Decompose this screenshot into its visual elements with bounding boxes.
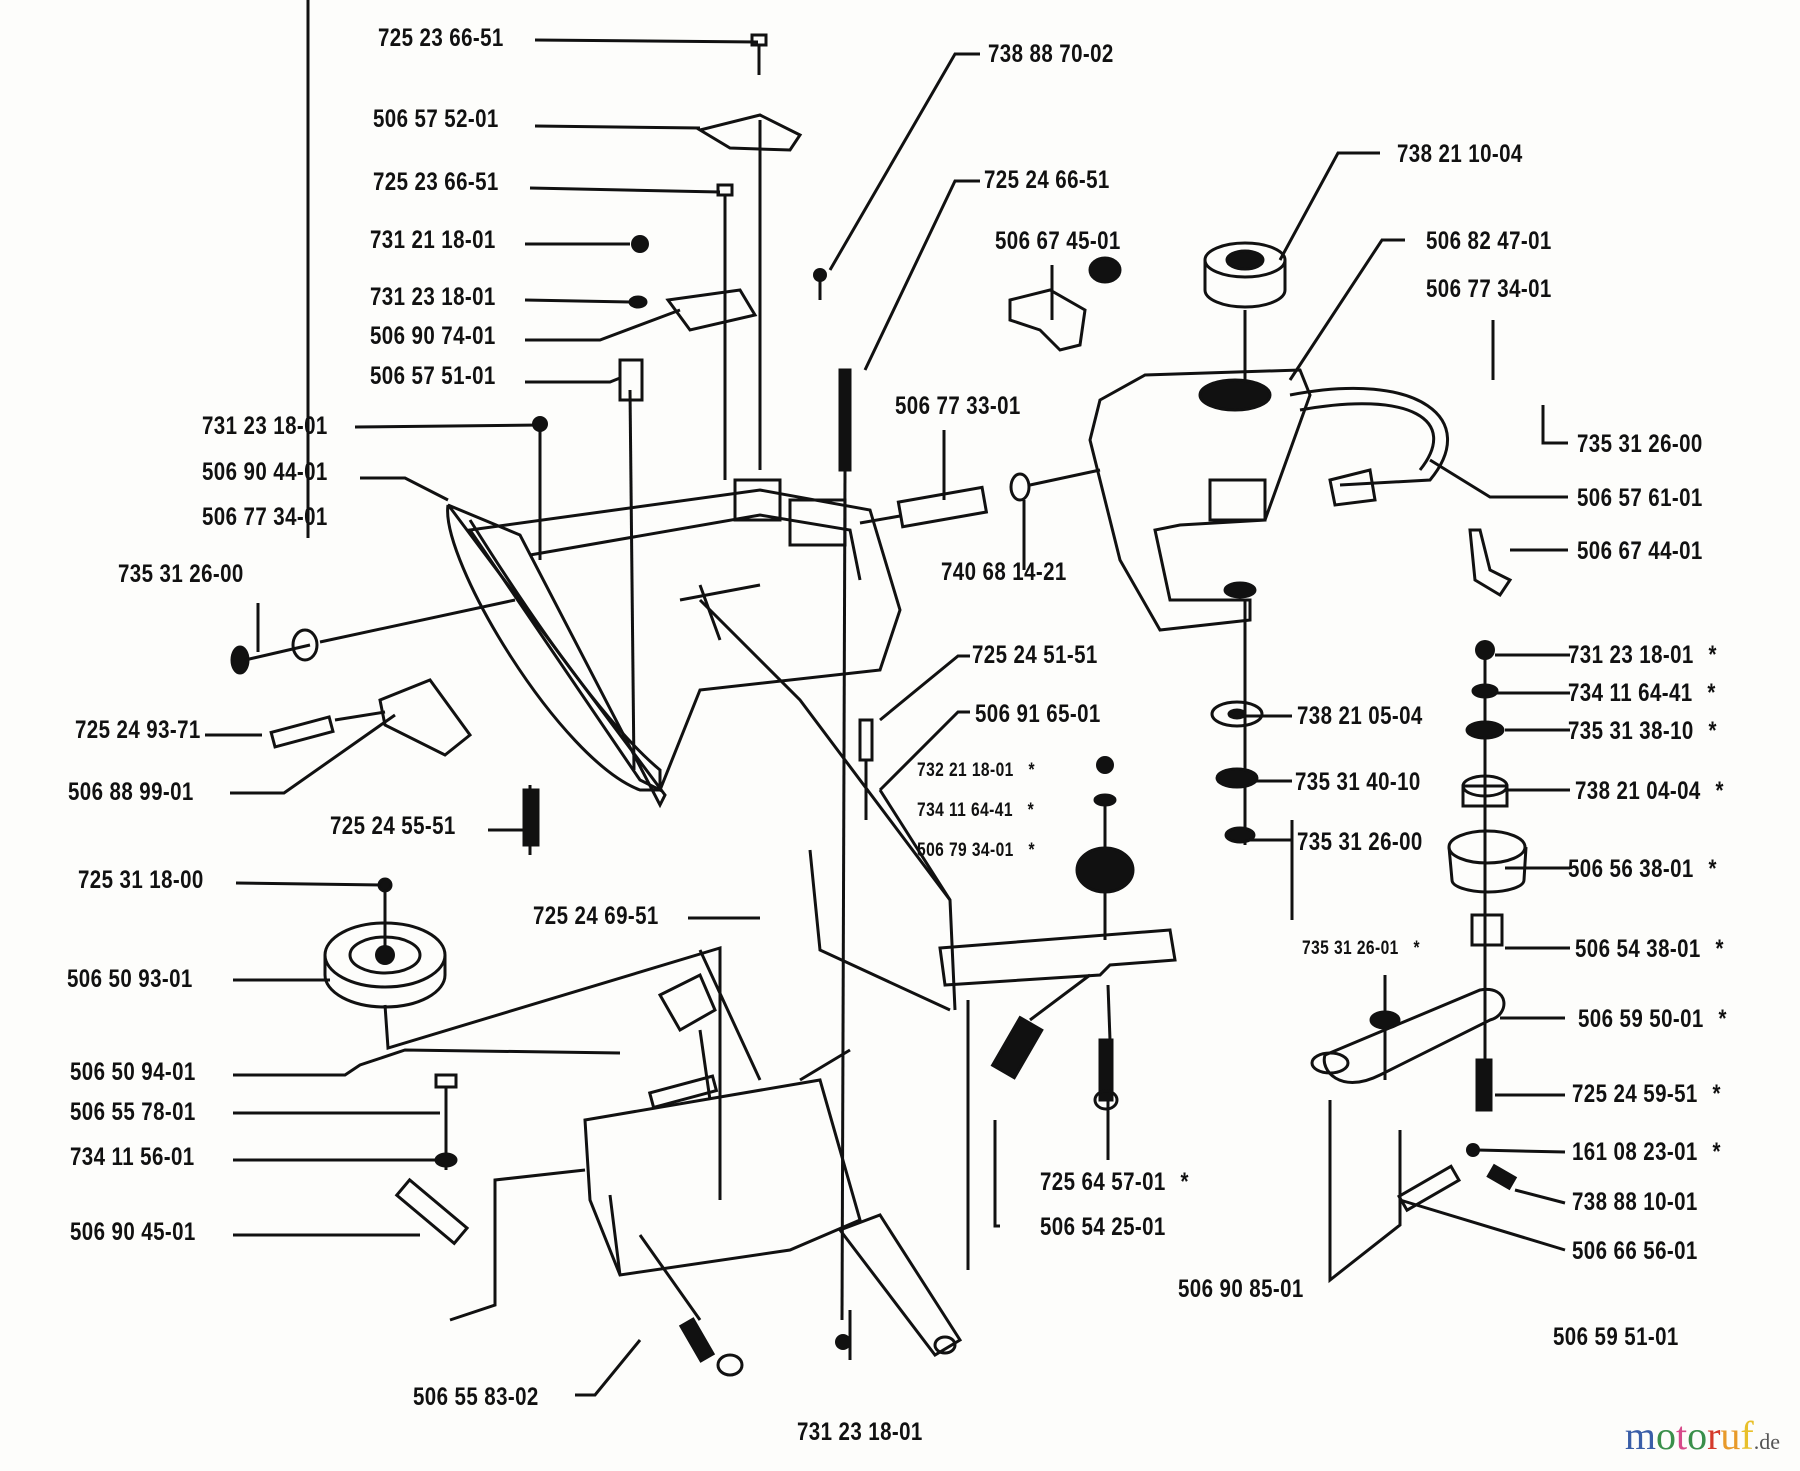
left-small-parts — [394, 1073, 586, 1322]
part-label[interactable]: 732 21 18-01* — [917, 760, 1036, 781]
part-label[interactable]: 725 23 66-51 — [373, 168, 499, 196]
part-label[interactable]: 738 21 10-04 — [1397, 140, 1523, 168]
part-label[interactable]: 735 31 38-10* — [1568, 717, 1717, 745]
part-label[interactable]: 506 66 56-01 — [1572, 1237, 1698, 1265]
part-label[interactable]: 725 24 69-51 — [533, 902, 659, 930]
pulley — [323, 877, 722, 1200]
part-label[interactable]: 506 91 65-01 — [975, 700, 1101, 728]
part-label[interactable]: 506 56 38-01* — [1568, 855, 1717, 883]
part-label[interactable]: 738 21 05-04 — [1297, 702, 1423, 730]
top-hardware — [532, 33, 852, 1321]
gearbox-bracket — [1088, 256, 1450, 632]
part-label[interactable]: 735 31 26-00 — [1297, 828, 1423, 856]
part-label[interactable]: 725 23 66-51 — [378, 24, 504, 52]
watermark-letter: o — [1655, 1413, 1676, 1458]
part-label[interactable]: 506 67 44-01 — [1577, 537, 1703, 565]
part-label[interactable]: 735 31 26-00 — [1577, 430, 1703, 458]
watermark-letters: motoruf — [1625, 1413, 1754, 1458]
part-label[interactable]: 506 54 38-01* — [1575, 935, 1724, 963]
part-label[interactable]: 506 90 45-01 — [70, 1218, 196, 1246]
part-label[interactable]: 506 88 99-01 — [68, 778, 194, 806]
part-label[interactable]: 734 11 64-41* — [1568, 679, 1716, 707]
part-label[interactable]: 735 31 26-01* — [1302, 938, 1421, 959]
part-label[interactable]: 731 23 18-01 — [797, 1418, 923, 1446]
part-label[interactable]: 738 21 04-04* — [1575, 777, 1724, 805]
watermark-letter: o — [1687, 1413, 1708, 1458]
watermark-letter: t — [1675, 1413, 1688, 1458]
watermark-tld: .de — [1753, 1429, 1780, 1454]
clip-brackets — [1008, 288, 1513, 598]
part-label[interactable]: 725 24 55-51 — [330, 812, 456, 840]
part-label[interactable]: 735 31 40-10 — [1295, 768, 1421, 796]
bearing-stack-center — [1210, 600, 1264, 845]
part-label[interactable]: 734 11 64-41* — [917, 800, 1035, 821]
watermark-logo: motoruf.de — [1625, 1412, 1780, 1459]
part-label[interactable]: 740 68 14-21 — [941, 558, 1067, 586]
bearing-top — [1203, 241, 1287, 380]
part-label[interactable]: 731 23 18-01 — [370, 283, 496, 311]
part-label[interactable]: 506 50 93-01 — [67, 965, 193, 993]
part-label[interactable]: 725 24 66-51 — [984, 166, 1110, 194]
left-hardware — [230, 598, 540, 855]
part-label[interactable]: 738 88 70-02 — [988, 40, 1114, 68]
leader-lines — [205, 0, 1570, 1397]
part-label[interactable]: 506 57 51-01 — [370, 362, 496, 390]
lever-plate — [698, 598, 1177, 1111]
part-label[interactable]: 506 90 74-01 — [370, 322, 496, 350]
part-label[interactable]: 506 50 94-01 — [70, 1058, 196, 1086]
part-label[interactable]: 731 23 18-01 — [202, 412, 328, 440]
part-label[interactable]: 506 90 44-01 — [202, 458, 328, 486]
part-label[interactable]: 506 59 51-01 — [1553, 1323, 1679, 1351]
main-frame — [446, 478, 902, 809]
pin-assembly — [859, 468, 1101, 529]
part-label[interactable]: 506 55 83-02 — [413, 1383, 539, 1411]
part-label[interactable]: 506 77 34-01 — [202, 503, 328, 531]
part-label[interactable]: 506 54 25-01 — [1040, 1213, 1166, 1241]
part-label[interactable]: 738 88 10-01 — [1572, 1188, 1698, 1216]
part-label[interactable]: 506 90 85-01 — [1178, 1275, 1304, 1303]
watermark-letter: m — [1624, 1413, 1656, 1458]
part-label[interactable]: 161 08 23-01* — [1572, 1138, 1721, 1166]
part-label[interactable]: 725 24 51-51 — [972, 641, 1098, 669]
part-label[interactable]: 506 82 47-01 — [1426, 227, 1552, 255]
part-label[interactable]: 506 55 78-01 — [70, 1098, 196, 1126]
part-label[interactable]: 506 59 50-01* — [1578, 1005, 1727, 1033]
bearing-stack-right — [1310, 640, 1528, 1284]
part-label[interactable]: 506 79 34-01* — [917, 840, 1036, 861]
part-label[interactable]: 731 23 18-01* — [1568, 641, 1717, 669]
watermark-letter: f — [1740, 1413, 1754, 1458]
part-label[interactable]: 725 64 57-01* — [1040, 1168, 1189, 1196]
part-label[interactable]: 725 24 59-51* — [1572, 1080, 1721, 1108]
part-label[interactable]: 735 31 26-00 — [118, 560, 244, 588]
watermark-letter: r — [1707, 1413, 1721, 1458]
watermark-letter: u — [1720, 1413, 1741, 1458]
part-label[interactable]: 725 31 18-00 — [78, 866, 204, 894]
part-label[interactable]: 506 57 52-01 — [373, 105, 499, 133]
part-label[interactable]: 506 57 61-01 — [1577, 484, 1703, 512]
part-label[interactable]: 734 11 56-01 — [70, 1143, 195, 1171]
part-label[interactable]: 725 24 93-71 — [75, 716, 201, 744]
part-label[interactable]: 506 67 45-01 — [995, 227, 1121, 255]
transmission — [583, 949, 963, 1377]
part-label[interactable]: 731 21 18-01 — [370, 226, 496, 254]
part-label[interactable]: 506 77 34-01 — [1426, 275, 1552, 303]
part-label[interactable]: 506 77 33-01 — [895, 392, 1021, 420]
